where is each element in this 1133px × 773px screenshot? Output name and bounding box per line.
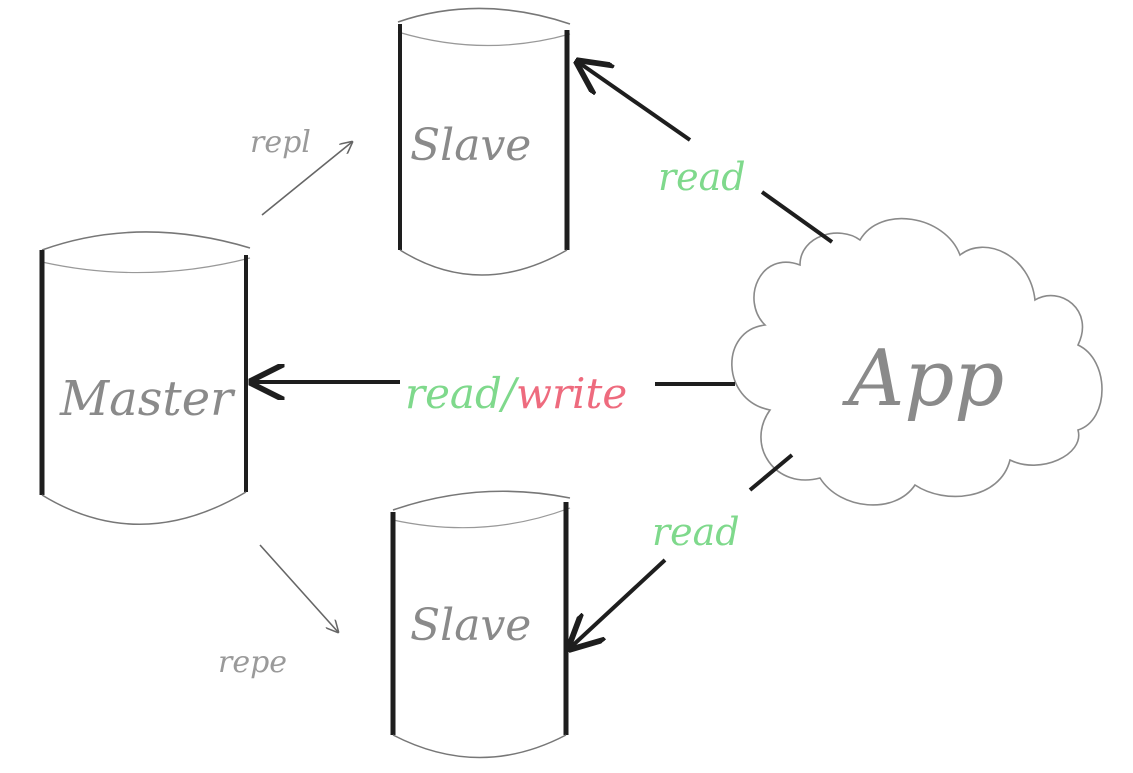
repl-bottom-arrow [259,544,338,632]
slave-bottom-label: Slave [410,600,531,651]
edge-read-top: read [578,62,834,244]
master-label: Master [59,371,236,427]
app-node[interactable]: App [731,217,1103,506]
slave-bottom-rim-front [392,507,571,529]
slave-bottom-bottom [392,734,567,759]
app-cloud-outline [731,217,1103,506]
master-top-rim [41,231,251,251]
slave-top-rim-front [397,31,571,47]
slave-top-label: Slave [410,120,531,171]
edge-read-bottom: read [570,453,794,648]
read-write-label: read/write [405,369,627,418]
slave-bottom-node[interactable]: Slave [390,490,571,759]
master-node[interactable]: Master [39,231,251,525]
slave-bottom-rim [392,490,571,511]
read-write-read-part: read/ [405,369,520,418]
master-bottom [41,491,247,525]
edge-repl-top: repl [250,125,352,216]
master-top-rim-front [41,257,251,274]
repl-top-label: repl [250,125,311,160]
slave-top-rim [397,7,571,25]
read-bottom-label: read [652,510,740,554]
edge-read-write: read/write [252,369,735,418]
repl-bottom-label: repe [218,645,287,680]
read-top-label: read [658,155,746,199]
read-bottom-arrow [570,558,667,648]
slave-top-bottom [399,249,568,276]
read-bottom-tail [748,453,794,492]
slave-top-node[interactable]: Slave [397,7,571,276]
read-write-write-part: write [516,369,627,418]
repl-top-arrow [261,142,352,216]
read-top-tail [760,190,834,244]
edge-repl-bottom: repe [218,544,338,680]
app-label: App [842,334,1004,424]
read-top-arrow [578,62,692,142]
